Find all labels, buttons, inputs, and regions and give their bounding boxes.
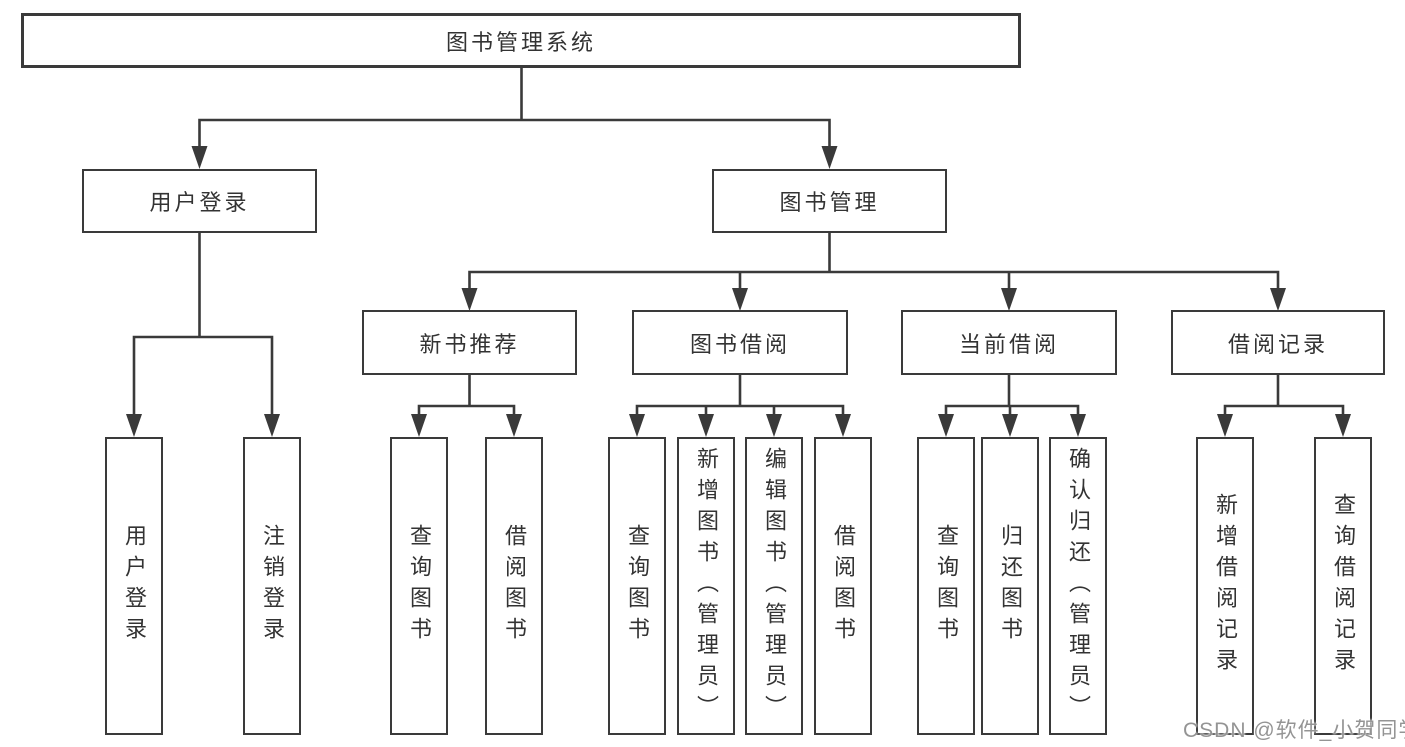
node-label: 注销登录 — [260, 524, 285, 648]
leaf-user-login: 用户登录 — [105, 437, 163, 735]
node-label: 编辑图书（管理员） — [762, 446, 787, 726]
node-label: 图书管理 — [779, 190, 880, 215]
node-current-borrowing: 当前借阅 — [901, 310, 1117, 375]
node-label: 用户登录 — [149, 190, 250, 215]
leaf-add-books-admin: 新增图书（管理员） — [677, 437, 735, 735]
node-label: 用户登录 — [122, 524, 147, 648]
arrowheads — [126, 146, 1351, 437]
node-borrowing-records: 借阅记录 — [1171, 310, 1385, 375]
node-book-management: 图书管理 — [712, 169, 947, 233]
leaf-borrow-books-recommend: 借阅图书 — [485, 437, 543, 735]
node-label: 图书管理系统 — [445, 29, 596, 55]
leaf-query-books-current: 查询图书 — [917, 437, 975, 735]
leaf-edit-books-admin: 编辑图书（管理员） — [745, 437, 803, 735]
node-label: 归还图书 — [998, 524, 1023, 648]
node-label: 当前借阅 — [958, 331, 1059, 357]
node-label: 查询借阅记录 — [1331, 493, 1356, 679]
leaf-query-books-recommend: 查询图书 — [390, 437, 448, 735]
leaf-confirm-return-admin: 确认归还（管理员） — [1049, 437, 1107, 735]
leaf-add-borrow-record: 新增借阅记录 — [1196, 437, 1254, 735]
node-label: 查询图书 — [407, 524, 432, 648]
node-library-management-system: 图书管理系统 — [21, 13, 1021, 68]
node-label: 查询图书 — [625, 524, 650, 648]
leaf-logout-login: 注销登录 — [243, 437, 301, 735]
node-label: 新增借阅记录 — [1213, 493, 1238, 679]
node-label: 新增图书（管理员） — [694, 446, 719, 726]
node-label: 图书借阅 — [689, 331, 790, 357]
node-label: 新书推荐 — [419, 331, 520, 357]
node-label: 借阅图书 — [831, 524, 856, 648]
node-label: 查询图书 — [934, 524, 959, 648]
node-label: 借阅图书 — [502, 524, 527, 648]
node-label: 借阅记录 — [1227, 331, 1328, 357]
node-label: 确认归还（管理员） — [1066, 446, 1091, 726]
node-book-borrowing: 图书借阅 — [632, 310, 848, 375]
node-new-book-recommendation: 新书推荐 — [362, 310, 577, 375]
leaf-query-borrow-record: 查询借阅记录 — [1314, 437, 1372, 735]
leaf-query-books-borrowing: 查询图书 — [608, 437, 666, 735]
node-user-login: 用户登录 — [82, 169, 317, 233]
csdn-watermark: CSDN @软件_小贺同学 — [1183, 719, 1405, 742]
connector-lines — [132, 68, 1345, 418]
leaf-borrow-books: 借阅图书 — [814, 437, 872, 735]
leaf-return-books: 归还图书 — [981, 437, 1039, 735]
